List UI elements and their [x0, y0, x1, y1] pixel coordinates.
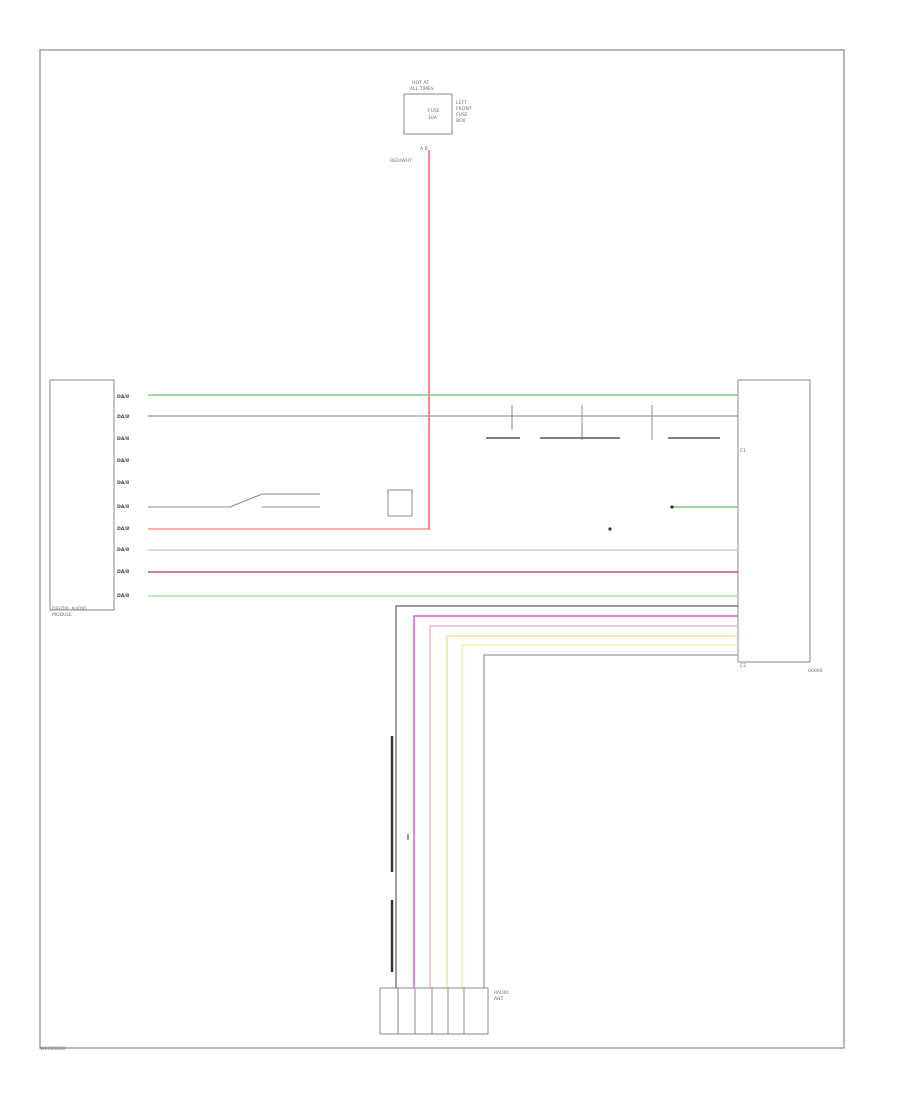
left-pin-label: DA/8 [117, 480, 129, 486]
wire-drop-gray [483, 654, 738, 990]
fuse-side-3: FUSE [456, 112, 468, 118]
left-pin-label: DA/8 [117, 593, 129, 599]
fuse-side-1: LEFT [456, 100, 467, 106]
right-module: C1 C2 [737, 379, 811, 669]
left-pin-label: DA/8 [117, 504, 129, 510]
left-pin-label: DA/8 [117, 526, 129, 532]
wire-drop-yellow2 [461, 644, 738, 990]
top-fuse-block: HOT AT ALL TIMES FUSE 10A LEFT FRONT FUS… [390, 80, 472, 164]
left-pin-label: DA/8 [117, 394, 129, 400]
fuse-wire-label: RED/WHT [390, 158, 412, 164]
fuse-header-2: ALL TIMES [410, 86, 434, 92]
splice-marks [486, 405, 720, 440]
bottom-connector-label-2: ANT [494, 996, 504, 1002]
bottom-connector-box [379, 987, 489, 1035]
left-module: DIGITAL AUDIO MODULE DA/8 DA/8 DA/8 DA/8… [49, 379, 129, 618]
relay-component [387, 489, 413, 517]
wire-drop-yellow1 [446, 635, 738, 990]
fuse-side-2: FRONT [456, 106, 472, 112]
wire-drop-pink [429, 625, 738, 990]
splice-dot [670, 505, 674, 509]
left-pin-label: DA/8 [117, 547, 129, 553]
bottom-connector-label-1: RADIO [494, 990, 509, 996]
wire-relay [148, 493, 320, 508]
left-module-footer-2: MODULE [52, 612, 72, 618]
left-module-footer-1: DIGITAL AUDIO [52, 606, 87, 612]
legend-note: 00000 [808, 668, 823, 674]
left-module-box [49, 379, 115, 611]
left-pin-label: DA/8 [117, 414, 129, 420]
left-module-pins: DA/8 DA/8 DA/8 DA/8 DA/8 DA/8 DA/8 DA/8 … [117, 394, 129, 599]
fuse-label-1: FUSE [428, 108, 440, 114]
right-module-code-2: C2 [740, 663, 746, 669]
left-pin-label: DA/8 [117, 569, 129, 575]
wire-drop-dark [395, 605, 738, 990]
wire-drop-magenta [413, 615, 738, 990]
splice-dot [608, 527, 612, 531]
left-pin-label: DA/8 [117, 436, 129, 442]
fuse-side-4: BOX [456, 118, 466, 124]
diagram-frame [39, 49, 845, 1049]
fuse-label-2: 10A [428, 115, 438, 121]
right-module-code-1: C1 [740, 448, 746, 454]
fuse-header-1: HOT AT [412, 80, 429, 86]
fuse-box [403, 93, 453, 135]
fuse-pin: A B [420, 146, 428, 152]
footer-code: W0000000 [40, 1046, 65, 1052]
bottom-connector: RADIO ANT [379, 987, 509, 1035]
left-pin-label: DA/8 [117, 458, 129, 464]
mid-connector [390, 736, 409, 972]
right-module-box [737, 379, 811, 663]
